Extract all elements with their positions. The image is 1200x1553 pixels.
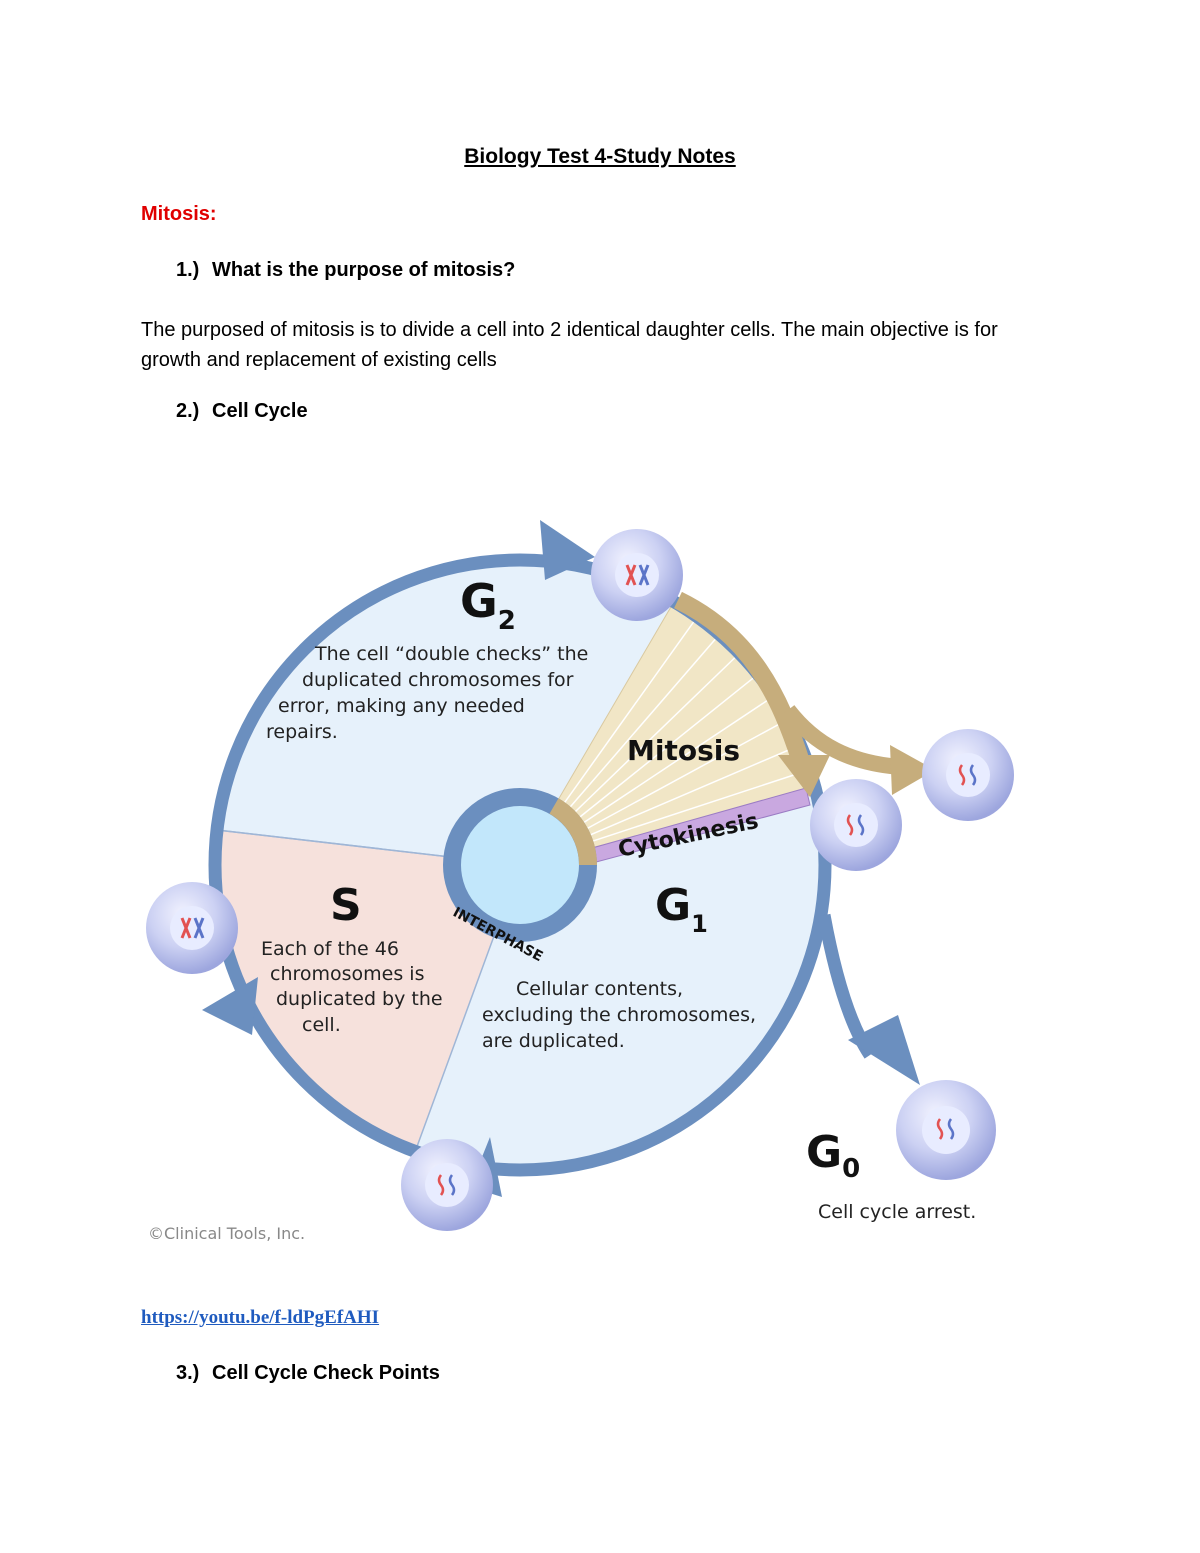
g0-label-subscript: 0	[842, 1154, 860, 1184]
g2-desc-line-2: duplicated chromosomes for	[302, 669, 574, 691]
g0-label: G0	[806, 1127, 860, 1184]
document-title: Biology Test 4-Study Notes	[464, 145, 736, 168]
cell-daughter-2	[922, 729, 1014, 821]
g1-label-subscript: 1	[691, 910, 708, 938]
question-3-text: Cell Cycle Check Points	[212, 1362, 440, 1384]
g1-description: Cellular contents, excluding the chromos…	[482, 978, 762, 1052]
question-2-text: Cell Cycle	[212, 400, 308, 422]
mitosis-arrow	[674, 591, 811, 768]
s-description: Each of the 46 chromosomes is duplicated…	[261, 938, 449, 1036]
arrow-to-s-cell	[202, 977, 258, 1035]
g2-description: The cell “double checks” the duplicated …	[266, 643, 594, 743]
g2-desc-line-1: The cell “double checks” the	[314, 643, 588, 665]
section-heading-mitosis: Mitosis:	[141, 203, 217, 225]
arrow-to-g0-head	[848, 1015, 920, 1085]
interphase-ring-mitosis-segment	[549, 798, 598, 866]
cell-g2	[591, 529, 683, 621]
s-desc-line-4: cell.	[302, 1014, 341, 1036]
question-1: 1.) What is the purpose of mitosis?	[176, 259, 515, 282]
s-label: S	[330, 880, 362, 931]
question-3: 3.) Cell Cycle Check Points	[176, 1362, 440, 1385]
g2-desc-line-3: error, making any needed	[278, 695, 525, 717]
question-3-number: 3.)	[176, 1362, 200, 1384]
mitosis-arrow-head-down	[778, 755, 830, 797]
cycle-ring	[208, 553, 832, 1177]
question-1-number: 1.)	[176, 259, 200, 281]
cell-g0	[896, 1080, 996, 1180]
mitosis-label: Mitosis	[627, 734, 740, 767]
video-link[interactable]: https://youtu.be/f-ldPgEfAHI	[141, 1307, 380, 1328]
mitosis-arrow-branch	[781, 705, 901, 775]
cell-g1	[401, 1139, 493, 1231]
g0-description: Cell cycle arrest.	[818, 1201, 976, 1223]
s-desc-line-3: duplicated by the	[276, 988, 443, 1010]
arrow-to-g2-cell	[540, 520, 595, 580]
g2-desc-line-4: repairs.	[266, 721, 338, 743]
s-desc-line-2: chromosomes is	[270, 963, 424, 985]
cell-s	[146, 882, 238, 974]
g1-desc-line-2: excluding the chromosomes,	[482, 1004, 756, 1026]
s-desc-line-1: Each of the 46	[261, 938, 399, 960]
g1-desc-line-3: are duplicated.	[482, 1030, 625, 1052]
copyright-text: ©Clinical Tools, Inc.	[148, 1224, 305, 1243]
g2-label: G2	[460, 574, 516, 636]
question-2-number: 2.)	[176, 400, 200, 422]
answer-1-paragraph: The purposed of mitosis is to divide a c…	[141, 319, 998, 371]
g1-label: G1	[655, 880, 708, 938]
mitosis-arrow-head-right	[890, 745, 935, 795]
question-1-text: What is the purpose of mitosis?	[212, 259, 516, 281]
cell-daughter-1	[810, 779, 902, 871]
cell-cycle-diagram: G2 The cell “double checks” the duplicat…	[146, 520, 1014, 1243]
g1-desc-line-1: Cellular contents,	[516, 978, 683, 1000]
question-2: 2.) Cell Cycle	[176, 400, 308, 423]
g2-label-subscript: 2	[498, 606, 516, 636]
